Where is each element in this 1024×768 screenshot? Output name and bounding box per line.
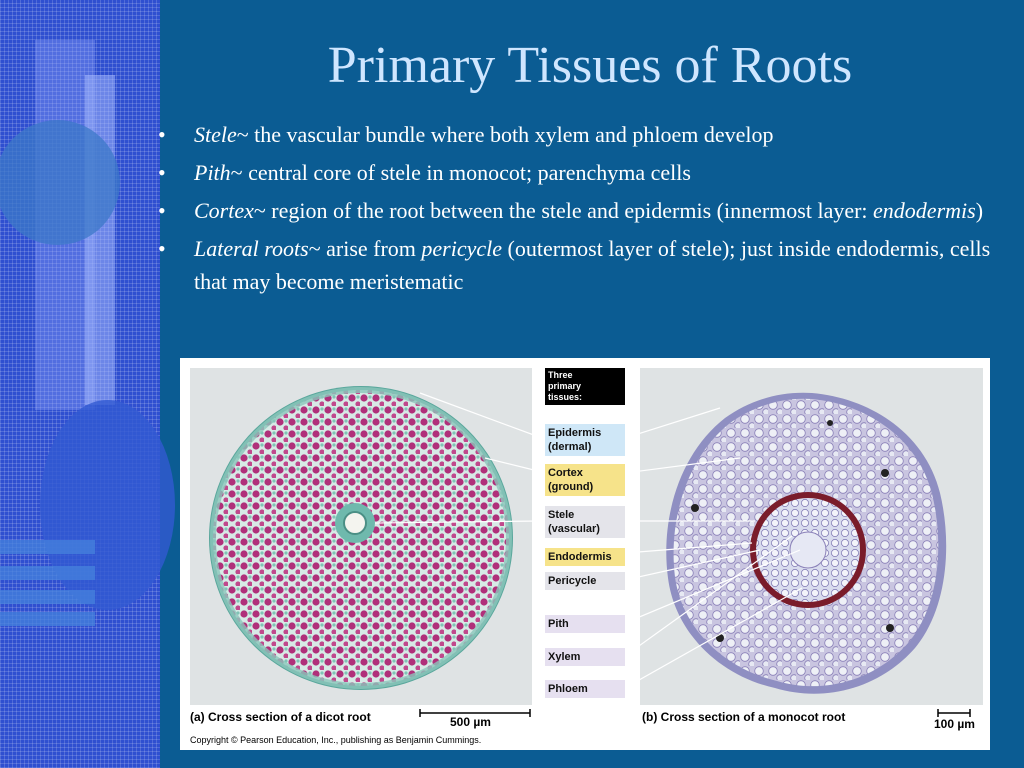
leader-lines bbox=[374, 392, 803, 689]
heading-line: tissues: bbox=[548, 392, 583, 402]
bullet-text-tail: (outermost layer of stele); just inside … bbox=[194, 236, 991, 294]
decorative-sidebar bbox=[0, 0, 175, 768]
bullet-item: • Stele~ the vascular bundle where both x… bbox=[158, 118, 1008, 151]
bullet-item: • Cortex~ region of the root between the … bbox=[158, 194, 1008, 227]
label-line: (dermal) bbox=[548, 441, 592, 453]
bullet-sep: ~ bbox=[230, 160, 249, 185]
bullet-sep: ~ bbox=[308, 236, 327, 261]
bullet-item: • Lateral roots~ arise from pericycle (ou… bbox=[158, 232, 1008, 298]
label-line: (vascular) bbox=[548, 523, 600, 535]
bullet-sep: ~ bbox=[236, 122, 255, 147]
root-cross-section-figure: Three primary tissues: Epidermis (dermal… bbox=[180, 358, 990, 750]
dicot-root-section bbox=[209, 386, 513, 690]
label-line: Epidermis bbox=[548, 427, 602, 439]
label-xylem: Xylem bbox=[545, 648, 625, 666]
sidebar-stripe bbox=[0, 540, 95, 554]
bullet-term: Stele bbox=[194, 122, 237, 147]
sidebar-stripe bbox=[0, 590, 95, 604]
label-pith: Pith bbox=[545, 615, 625, 633]
bullet-text: arise from bbox=[326, 236, 422, 261]
sidebar-stripe bbox=[0, 566, 95, 580]
bullet-term-inline: pericycle bbox=[421, 236, 503, 261]
bullet-glyph: • bbox=[158, 198, 166, 223]
heading-line: primary bbox=[548, 381, 582, 391]
scale-label-monocot: 100 µm bbox=[934, 717, 975, 731]
bullet-term: Pith bbox=[194, 160, 231, 185]
copyright-notice: Copyright © Pearson Education, Inc., pub… bbox=[190, 735, 482, 745]
bullet-text: region of the root between the stele and… bbox=[271, 198, 874, 223]
micrograph-drawing bbox=[209, 386, 971, 717]
bullet-sep: ~ bbox=[253, 198, 272, 223]
caption-monocot: (b) Cross section of a monocot root bbox=[642, 710, 846, 724]
bullet-text-tail: ) bbox=[975, 198, 984, 223]
label-cortex: Cortex (ground) bbox=[545, 464, 625, 496]
label-pericycle: Pericycle bbox=[545, 572, 625, 590]
sidebar-band bbox=[85, 75, 115, 405]
scale-bars bbox=[419, 709, 971, 717]
bullet-text: central core of stele in monocot; parenc… bbox=[248, 160, 691, 185]
bullet-term-inline: endodermis bbox=[873, 198, 976, 223]
label-line: Stele bbox=[548, 509, 575, 521]
label-epidermis: Epidermis (dermal) bbox=[545, 424, 625, 456]
bullet-glyph: • bbox=[158, 122, 166, 147]
scale-label-dicot: 500 µm bbox=[450, 715, 491, 729]
label-line: (ground) bbox=[548, 481, 594, 493]
label-phloem: Phloem bbox=[545, 680, 625, 698]
monocot-root-section bbox=[666, 392, 947, 694]
bullet-glyph: • bbox=[158, 160, 166, 185]
heading-line: Three bbox=[548, 370, 573, 380]
slide-title: Primary Tissues of Roots bbox=[327, 37, 853, 94]
bullet-item: • Pith~ central core of stele in monocot;… bbox=[158, 156, 1008, 189]
caption-dicot: (a) Cross section of a dicot root bbox=[190, 710, 371, 724]
label-stele: Stele (vascular) bbox=[545, 506, 625, 538]
bullet-list: •Stele~ the vascular bundle where both x… bbox=[158, 118, 1008, 303]
bullet-glyph: • bbox=[158, 236, 166, 261]
three-primary-tissues-heading: Three primary tissues: bbox=[545, 368, 625, 405]
sidebar-circle bbox=[0, 120, 120, 245]
label-endodermis: Endodermis bbox=[545, 548, 625, 566]
label-line: Cortex bbox=[548, 467, 583, 479]
bullet-term: Lateral roots bbox=[194, 236, 309, 261]
bullet-term: Cortex bbox=[194, 198, 254, 223]
bullet-text: the vascular bundle where both xylem and… bbox=[254, 122, 774, 147]
sidebar-stripe bbox=[0, 612, 95, 626]
